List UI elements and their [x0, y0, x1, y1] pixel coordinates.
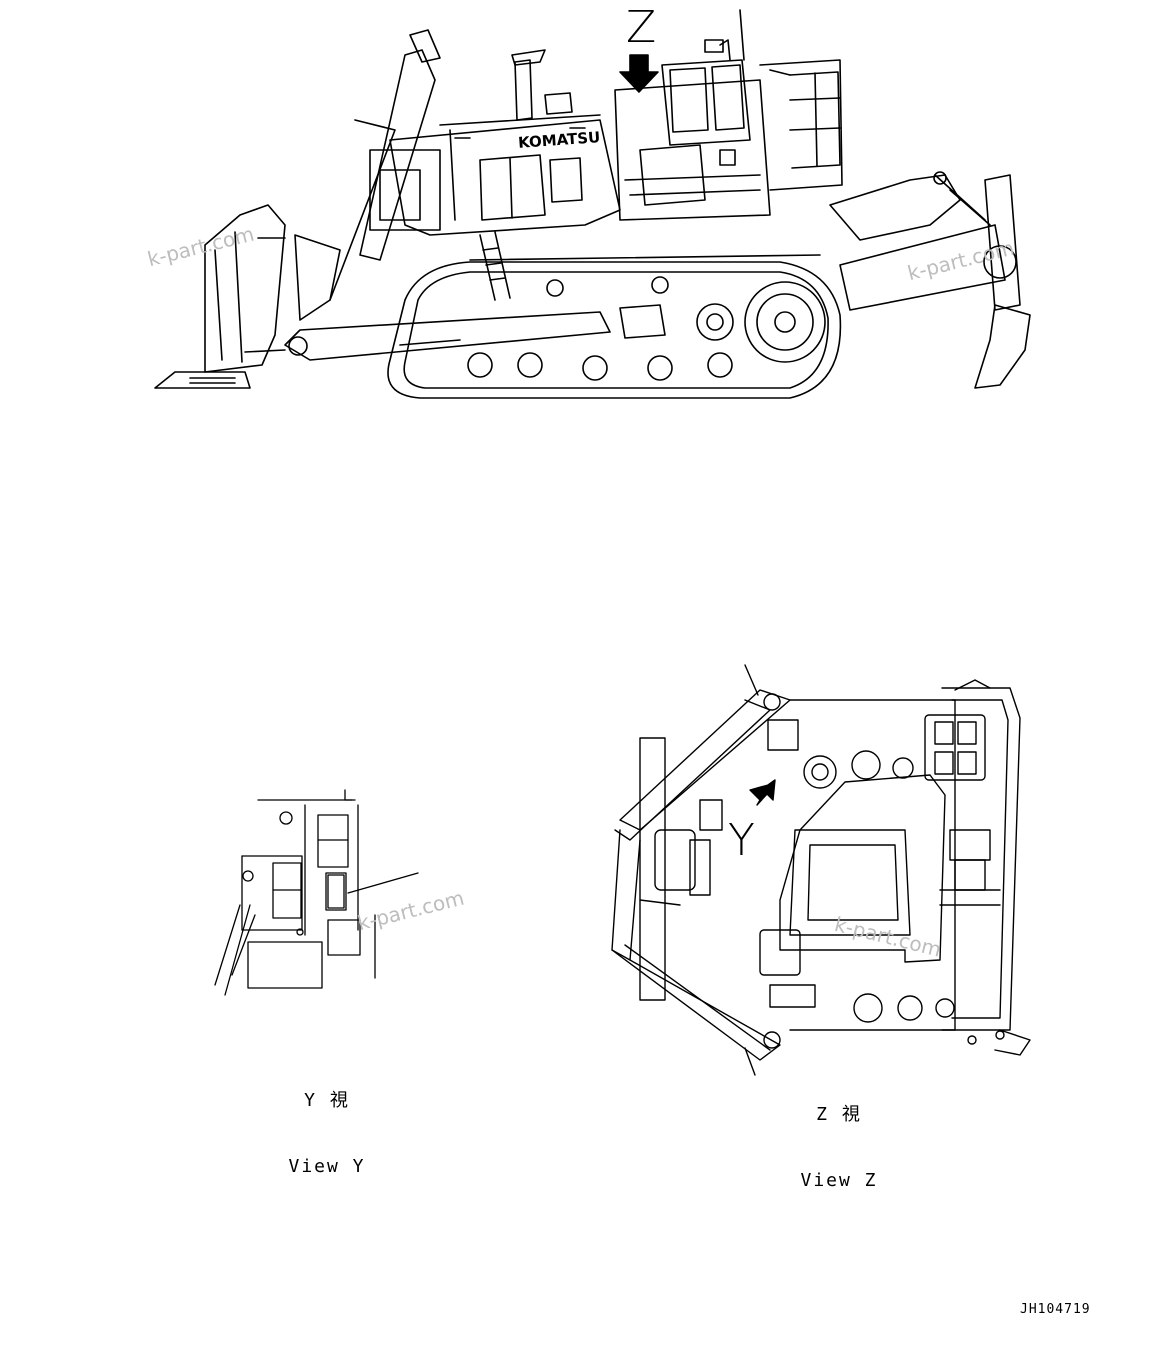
view-z-jp-label: Z 視 — [816, 1104, 862, 1125]
lift-cylinder — [294, 29, 441, 321]
bulldozer-side-view — [154, 9, 1031, 399]
blade — [154, 204, 286, 389]
operator-cab — [614, 9, 771, 221]
arrow-y-label: Y — [728, 815, 755, 866]
push-arm — [284, 311, 611, 361]
view-z-en-label: View Z — [800, 1170, 878, 1191]
drawing-code: JH104719 — [1020, 1302, 1091, 1317]
access-ladder — [479, 231, 511, 301]
view-y-en-label: View Y — [288, 1156, 366, 1177]
view-y-jp-label: Y 視 — [304, 1090, 350, 1111]
view-z-arrow — [619, 54, 659, 93]
arrow-z-label: Z — [626, 2, 657, 53]
rear-platform — [759, 59, 843, 191]
ripper — [829, 171, 1031, 389]
view-y-detail — [214, 789, 419, 996]
track-assembly — [387, 254, 842, 399]
view-z-detail — [611, 664, 1031, 1076]
engine-body — [369, 49, 621, 236]
view-y-caption: Y 視 View Y — [272, 1046, 382, 1200]
view-z-caption: Z 視 View Z — [784, 1060, 894, 1214]
